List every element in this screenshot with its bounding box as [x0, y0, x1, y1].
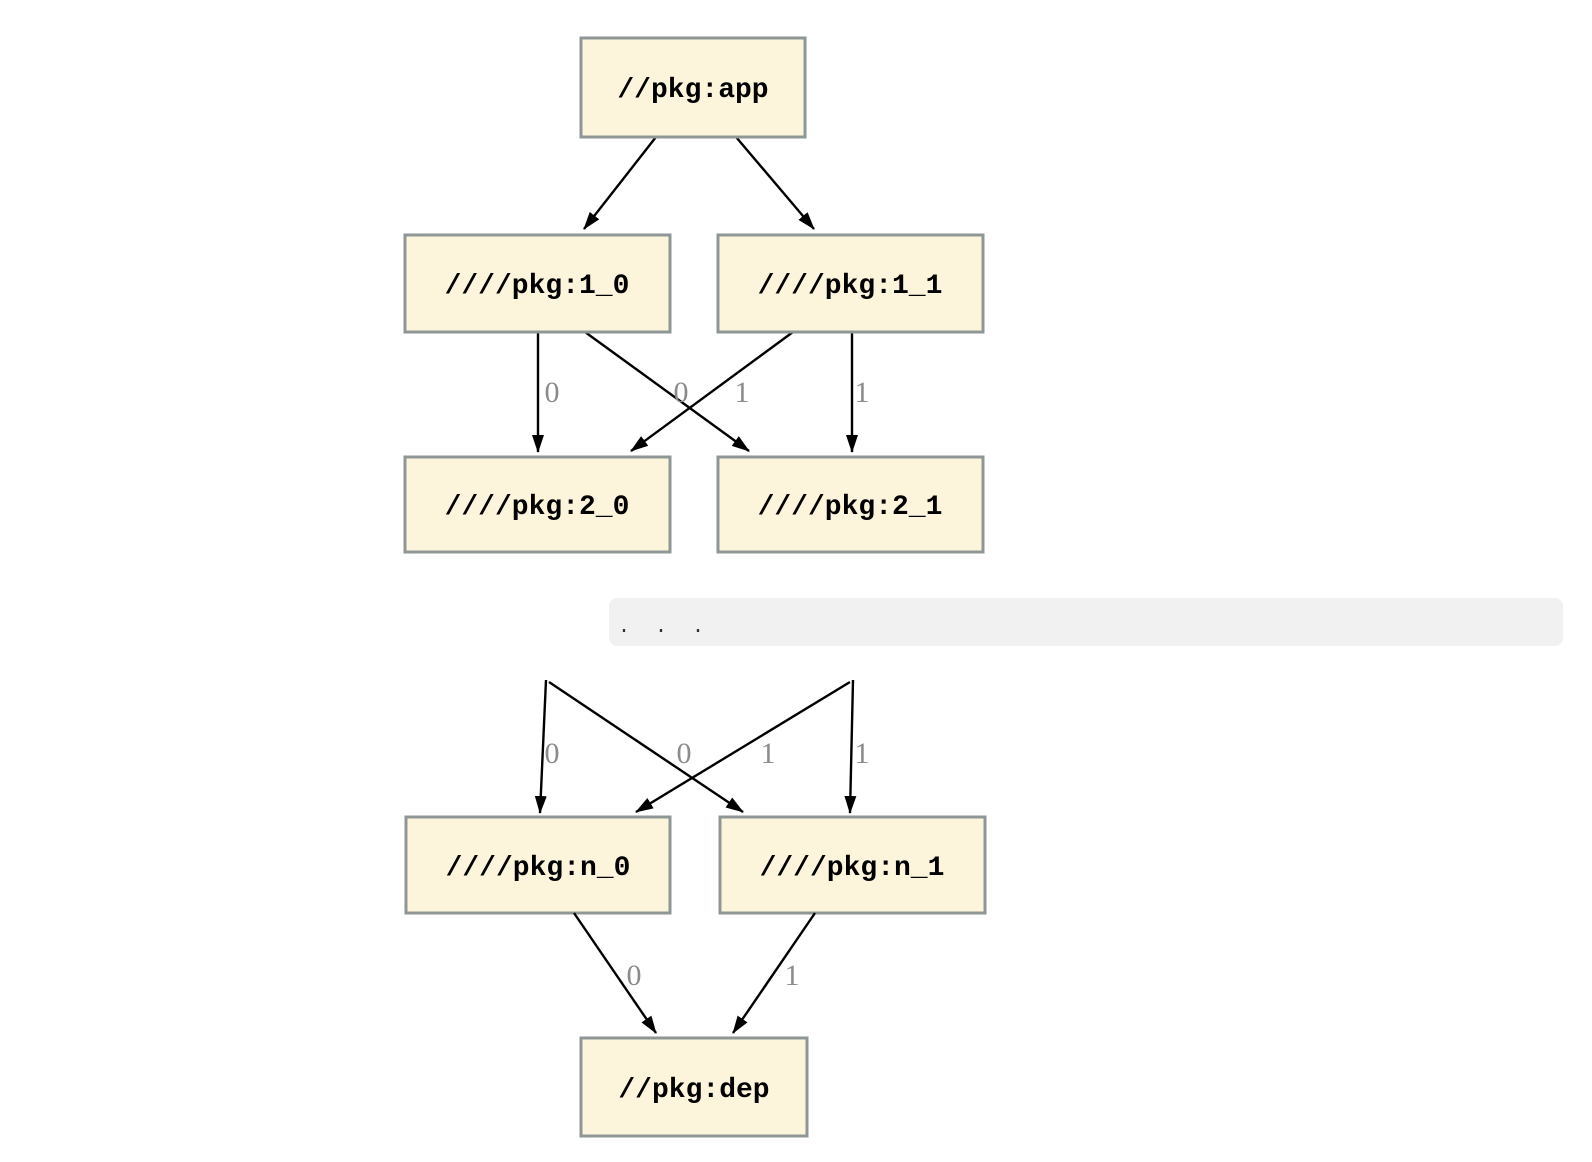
edge-app-to-1_1 — [735, 136, 815, 230]
edge-n_0-to-dep — [573, 912, 657, 1034]
ellipsis-text: . . . — [618, 615, 705, 639]
node-pkg-n_1-box — [718, 815, 987, 915]
edge-1_1-to-2_0 — [630, 331, 794, 452]
edge-label: 1 — [761, 737, 776, 770]
node-pkg-1_1: ////pkg:1_1 — [716, 233, 985, 334]
node-pkg-1_0-label: ////pkg:1_0 — [445, 271, 630, 302]
node-pkg-app-label: //pkg:app — [617, 75, 768, 106]
node-pkg-2_0-box — [403, 455, 672, 554]
node-pkg-n_1-label: ////pkg:n_1 — [760, 853, 945, 884]
edge-1_0-to-2_1 — [584, 331, 750, 452]
edge-label: 1 — [855, 737, 870, 770]
node-pkg-n_0-label: ////pkg:n_0 — [446, 853, 631, 884]
edge-prev-to-n_0-cross — [635, 680, 851, 814]
edge-label: 1 — [785, 959, 800, 992]
node-pkg-dep-box — [579, 1036, 809, 1138]
edge-app-to-1_0 — [583, 136, 657, 230]
node-pkg-dep-label: //pkg:dep — [618, 1075, 769, 1106]
node-pkg-1_1-box — [716, 233, 985, 334]
edge-prev-to-n_1-straight — [844, 679, 857, 814]
edge-prev-to-n_1-cross — [548, 681, 744, 813]
node-pkg-n_0-box — [404, 815, 672, 915]
node-pkg-2_1-label: ////pkg:2_1 — [758, 492, 943, 523]
node-pkg-app-box — [579, 36, 807, 139]
node-pkg-app: //pkg:app — [579, 36, 807, 139]
ellipsis-code-bar: . . . — [609, 598, 1563, 646]
edge-n_1-to-dep — [732, 912, 816, 1034]
node-pkg-2_0: ////pkg:2_0 — [403, 455, 672, 554]
edge-label: 0 — [674, 376, 689, 409]
edge-prev-to-n_0-straight — [534, 679, 548, 814]
edge-label: 1 — [855, 376, 870, 409]
node-pkg-2_1-box — [716, 455, 985, 554]
edge-label: 1 — [735, 376, 750, 409]
node-pkg-1_0-box — [403, 233, 672, 334]
node-pkg-2_1: ////pkg:2_1 — [716, 455, 985, 554]
node-pkg-1_1-label: ////pkg:1_1 — [758, 271, 943, 302]
edge-label: 0 — [545, 376, 560, 409]
edge-label: 0 — [627, 959, 642, 992]
edge-label: 0 — [545, 737, 560, 770]
node-pkg-1_0: ////pkg:1_0 — [403, 233, 672, 334]
node-pkg-n_1: ////pkg:n_1 — [718, 815, 987, 915]
node-pkg-n_0: ////pkg:n_0 — [404, 815, 672, 915]
node-pkg-2_0-label: ////pkg:2_0 — [445, 492, 630, 523]
node-pkg-dep: //pkg:dep — [579, 1036, 809, 1138]
edge-label: 0 — [677, 737, 692, 770]
